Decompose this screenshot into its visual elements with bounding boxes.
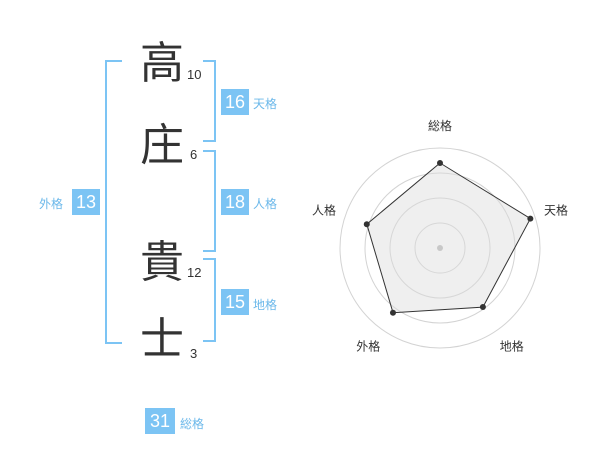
radar-label-1: 天格 <box>544 202 568 217</box>
radar-ring-4 <box>339 147 541 349</box>
soukaku-label: 総格 <box>180 417 205 431</box>
name-char-2: 庄 <box>140 120 184 171</box>
radar-label-0: 総格 <box>428 118 452 133</box>
tenkaku-label: 天格 <box>253 97 278 111</box>
radar-point-2 <box>479 304 486 311</box>
name-char-1: 高 <box>140 38 184 89</box>
jinkaku-label: 人格 <box>253 197 278 211</box>
radar-point-4 <box>363 221 370 228</box>
chikaku-bracket <box>203 258 216 342</box>
jinkaku-bracket <box>203 150 216 252</box>
radar-ring-2 <box>389 197 491 299</box>
radar-center-dot <box>437 245 443 251</box>
name-char-4: 士 <box>140 314 184 365</box>
radar-points <box>363 160 534 316</box>
radar-point-1 <box>527 215 534 222</box>
stroke-count-2: 6 <box>190 147 198 162</box>
radar-point-0 <box>437 160 443 166</box>
radar-label-2: 地格 <box>500 339 524 354</box>
stroke-count-3: 12 <box>187 265 202 280</box>
tenkaku-bracket <box>203 60 216 142</box>
radar-area <box>366 162 532 314</box>
chikaku-label: 地格 <box>253 298 278 312</box>
gaikaku-value: 13 <box>72 189 100 215</box>
chikaku-value: 15 <box>221 289 249 315</box>
tenkaku-value: 16 <box>221 89 249 115</box>
soukaku-value: 31 <box>145 408 175 434</box>
radar-ring-1 <box>414 222 466 274</box>
radar-point-3 <box>389 309 396 316</box>
gaikaku-bracket <box>105 60 122 344</box>
jinkaku-value: 18 <box>221 189 249 215</box>
stroke-count-1: 10 <box>187 67 202 82</box>
radar-label-3: 外格 <box>356 339 380 354</box>
radar-label-4: 人格 <box>312 202 336 217</box>
name-char-3: 貴 <box>140 237 184 288</box>
gaikaku-label: 外格 <box>39 197 64 211</box>
stroke-count-4: 3 <box>190 346 198 361</box>
